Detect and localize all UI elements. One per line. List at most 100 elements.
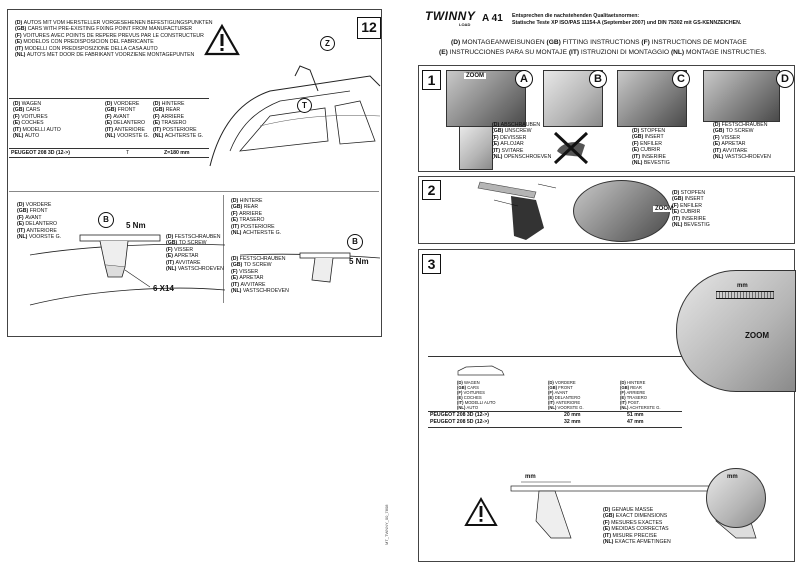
lang-text: EXACTE AFMETINGEN: [614, 539, 671, 546]
lang-line: (E) DELANTERO: [105, 120, 149, 126]
lang-code: (NL): [13, 133, 25, 140]
lang-text: CARS WITH PRE-EXISTING FIXING POINT FROM…: [27, 26, 193, 33]
lang-line: (GB) UNSCREW: [492, 128, 551, 134]
lang-text: VASTSCHROEVEN: [242, 288, 289, 295]
step-3-detail-photo: [706, 468, 766, 528]
lang-text: MESURES EXACTES: [611, 519, 663, 526]
lang-line: (F) VOITURES: [13, 114, 61, 120]
lang-line: (E) DELANTERO: [548, 395, 584, 400]
lang-code: (F): [713, 134, 722, 141]
step-3-zoom-photo: [676, 270, 796, 392]
lang-line: (GB) CARS: [457, 385, 496, 390]
lang-text: ANTERIORE: [114, 126, 145, 133]
lang-text: AVVITARE: [240, 281, 266, 288]
lang-line: (GB) CARS WITH PRE-EXISTING FIXING POINT…: [15, 26, 213, 32]
side-code: MT_TWNNY_00_7808: [384, 504, 389, 545]
lang-line: (D) VORDERE: [17, 202, 61, 208]
step-3-zoom: ZOOM: [745, 331, 769, 340]
lang-code: (GB): [492, 128, 505, 135]
lang-text: TRASERO: [626, 395, 647, 400]
lang-code: (D): [492, 122, 501, 128]
lang-text: AUTO: [24, 133, 40, 140]
lang-line: (E) INSTRUCCIONES PARA SU MONTAJE: [439, 49, 567, 56]
lang-line: (NL) ACHTERSTE G.: [153, 133, 203, 139]
rear-foot-illustration: [239, 252, 381, 283]
lang-code: (D): [105, 101, 114, 107]
lang-code: (GB): [603, 513, 616, 520]
lang-line: (E) MODELOS CON PREDISPOSICION DEL FABRI…: [15, 39, 213, 45]
table-col-front: (D) VORDERE(GB) FRONT(F) AVANT(E) DELANT…: [105, 101, 149, 139]
lang-code: (E): [166, 253, 175, 260]
lang-code: (D): [15, 20, 24, 26]
lang-text: ACHTERSTE G.: [164, 133, 204, 140]
standards-line-1: Entsprechen die nachstehenden Qualitaets…: [512, 13, 640, 19]
lang-line: (NL) VOORSTE G.: [17, 234, 61, 240]
s3-row-1-rear: 51 mm: [627, 412, 644, 418]
lang-text: VORDERE: [113, 101, 140, 107]
lang-code: (E): [632, 147, 641, 154]
lang-code: (NL): [492, 154, 504, 161]
lang-line: (D) ABSCHRAUBEN: [492, 122, 551, 128]
lang-code: (NL): [231, 230, 243, 237]
logo-sub: LOAD: [459, 22, 471, 27]
lang-text: WAGEN: [463, 380, 480, 385]
step-1-wrong-icon: [553, 131, 589, 165]
torque-front: 5 Nm: [126, 221, 146, 230]
lang-line: (E) AFLOJAR: [492, 141, 551, 147]
lang-code: (F): [548, 390, 555, 395]
s3-table-col-cars: (D) WAGEN(GB) CARS(F) VOITURES(E) COCHES…: [457, 380, 496, 410]
lang-code: (GB): [17, 208, 30, 215]
logo-text: TWINNY: [425, 9, 476, 23]
step-1-letter-c: C: [672, 70, 690, 88]
lang-code: (E): [15, 39, 24, 46]
step-3-mm-label: mm: [737, 283, 748, 289]
lang-code: (F): [231, 268, 240, 275]
lang-line: (GB) REAR: [153, 107, 203, 113]
lang-code: (IT): [632, 153, 642, 160]
lang-text: AUTOS MIT VOM HERSTELLER VORGESEHENEN BE…: [23, 20, 213, 26]
lang-code: (D): [672, 190, 681, 196]
lang-line: (F) AVANT: [548, 390, 584, 395]
lang-text: DELANTERO: [554, 395, 581, 400]
lang-code: (IT): [568, 49, 581, 56]
lang-code: (NL): [166, 266, 178, 273]
lang-code: (IT): [105, 126, 115, 133]
lang-line: (E) TRASERO: [231, 217, 281, 223]
step-1-photo-a: [446, 70, 526, 127]
lang-text: INSERT: [684, 196, 704, 203]
car-roof-illustration: [209, 65, 381, 167]
lang-line: (E) COCHES: [13, 120, 61, 126]
lang-line: (E) TRASERO: [620, 395, 661, 400]
lang-line: (NL) VASTSCHROEVEN: [166, 266, 224, 272]
lang-line: (GB) EXACT DIMENSIONS: [603, 513, 671, 519]
step-1-letter-b: B: [589, 70, 607, 88]
lang-code: (IT): [13, 126, 23, 133]
lang-text: AFLOJAR: [500, 141, 524, 148]
lang-line: (IT) POST.: [620, 400, 661, 405]
lang-line: (IT) AVVITARE: [713, 148, 771, 154]
step-1-photo-d: [703, 70, 780, 122]
lang-line: (E) COCHES: [457, 395, 496, 400]
lang-code: (F): [457, 390, 464, 395]
lang-line: (GB) TO SCREW: [713, 128, 771, 134]
lang-code: (IT): [17, 227, 27, 234]
lang-code: (GB): [153, 107, 166, 114]
lang-text: FESTSCHRAUBEN: [239, 256, 286, 262]
lang-text: CUBRIR: [680, 209, 701, 216]
lang-code: (E): [13, 120, 22, 127]
lang-code: (D): [231, 256, 240, 262]
lang-line: (NL) VOORSTE G.: [105, 133, 149, 139]
step-1-frame: [418, 65, 795, 172]
lang-text: REAR: [243, 204, 259, 211]
lang-text: VORDERE: [25, 202, 52, 208]
lang-line: (NL) ACHTERSTE G.: [231, 230, 281, 236]
lang-line: (F) ARRIERE: [153, 114, 203, 120]
lang-line: (E) CUBRIR: [672, 209, 710, 215]
lang-code: (GB): [231, 262, 244, 269]
lang-text: AVVITARE: [722, 147, 748, 154]
lang-line: (NL) VASTSCHROEVEN: [231, 288, 289, 294]
screw-block-front: (D) FESTSCHRAUBEN(GB) TO SCREW(F) VISSER…: [166, 234, 224, 272]
step-1-letter-a: A: [515, 70, 533, 88]
lang-line: (F) VOITURES: [457, 390, 496, 395]
front-foot-illustration: [29, 234, 226, 306]
